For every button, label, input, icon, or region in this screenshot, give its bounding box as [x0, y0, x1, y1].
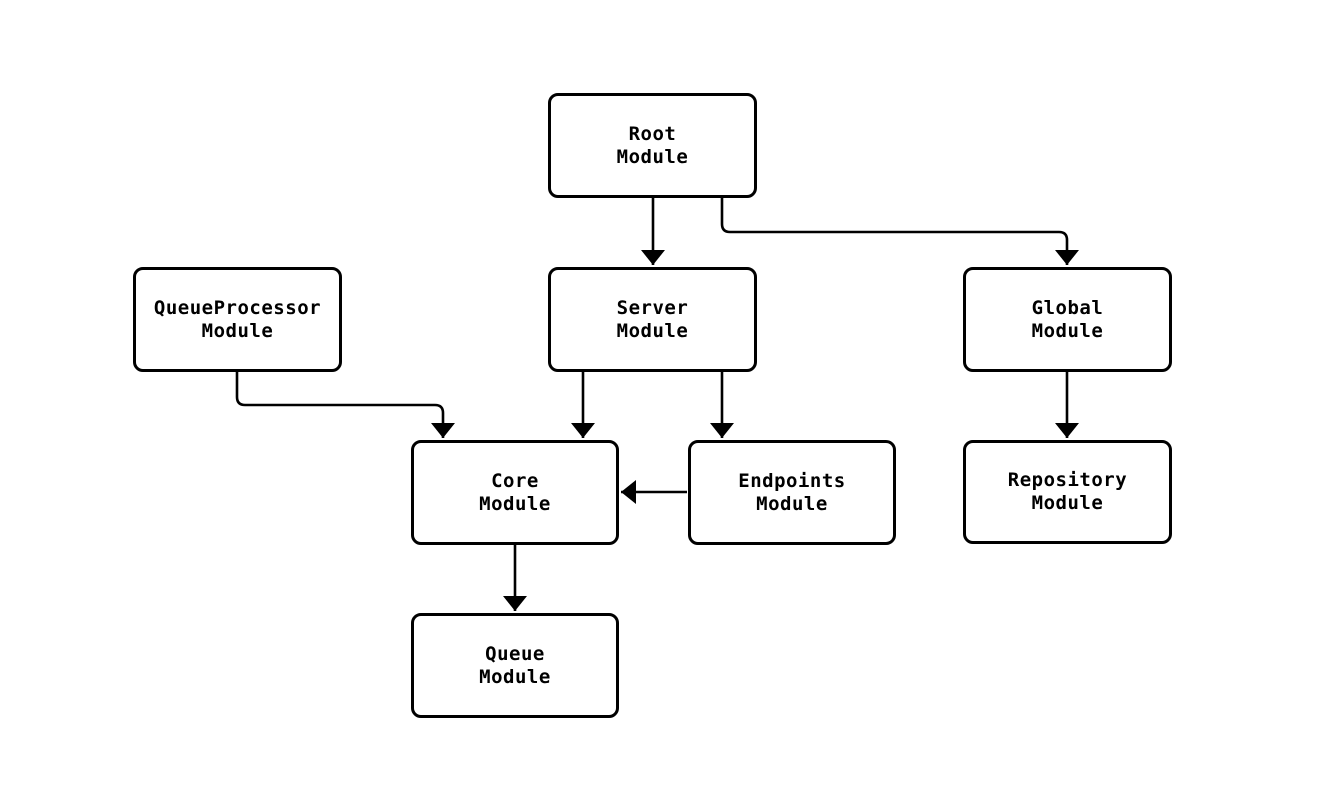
node-endpoints-module: Endpoints Module	[688, 440, 896, 545]
node-server-module: Server Module	[548, 267, 757, 372]
node-global-module: Global Module	[963, 267, 1172, 372]
node-queueprocessor-module: QueueProcessor Module	[133, 267, 342, 372]
node-queueprocessor-module-label: QueueProcessor Module	[153, 296, 322, 342]
edge-queueprocessor-to-core	[235, 372, 455, 438]
node-global-module-label: Global Module	[1031, 296, 1104, 342]
node-server-module-label: Server Module	[616, 296, 689, 342]
node-core-module-label: Core Module	[479, 469, 551, 515]
node-repository-module-label: Repository Module	[1007, 469, 1128, 514]
node-queue-module-label: Queue Module	[479, 642, 551, 688]
node-root-module-label: Root Module	[616, 122, 689, 168]
node-queue-module: Queue Module	[411, 613, 619, 718]
node-endpoints-module-label: Endpoints Module	[738, 469, 846, 515]
edge-root-to-global	[720, 198, 1079, 265]
node-core-module: Core Module	[411, 440, 619, 545]
node-repository-module: Repository Module	[963, 440, 1172, 544]
node-root-module: Root Module	[548, 93, 757, 198]
